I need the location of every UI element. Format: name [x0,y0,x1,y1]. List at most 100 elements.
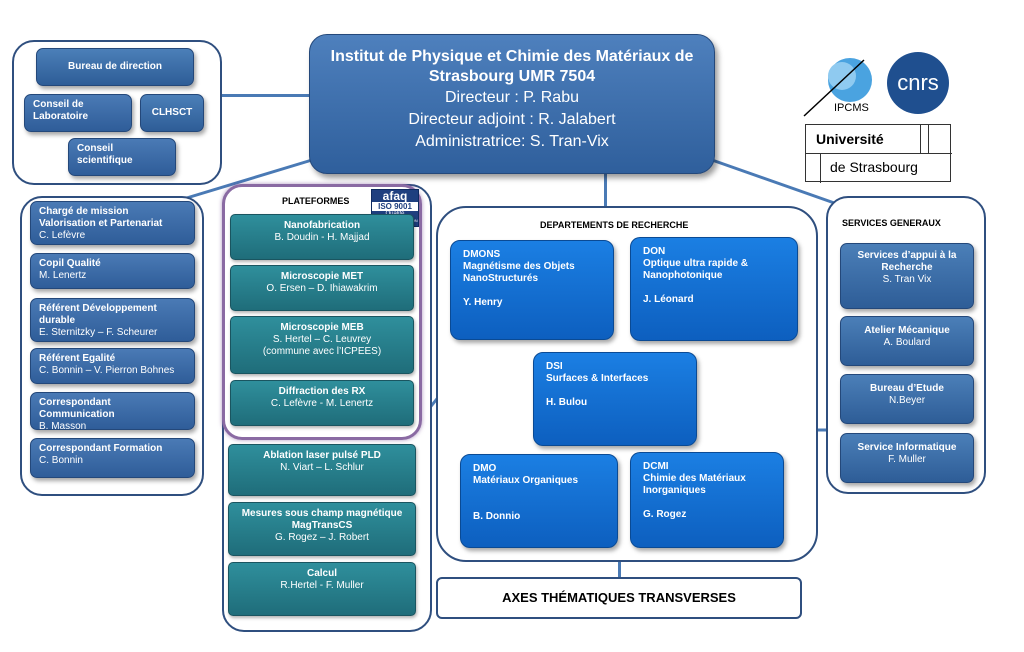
afaq-iso: ISO 9001 [372,202,418,211]
mission-item[interactable]: Référent Développement durable E. Sterni… [30,298,195,342]
plateforme-item[interactable]: Microscopie MEB S. Hertel – C. Leuvrey (… [230,316,414,374]
mission-item[interactable]: Correspondant Formation C. Bonnin [30,438,195,478]
conseil-laboratoire-box[interactable]: Conseil de Laboratoire [24,94,132,132]
plateforme-item[interactable]: Calcul R.Hertel - F. Muller [228,562,416,616]
dept-title: Magnétisme des Objets [463,261,575,272]
dept-head: J. Léonard [643,294,694,305]
ipcms-logo: IPCMS [798,50,888,120]
connector-line [618,560,621,578]
spacer [643,497,771,509]
dept-title: DMONS [463,249,501,260]
dept-head: G. Rogez [643,509,687,520]
spacer [473,487,605,499]
service-item[interactable]: Service Informatique F. Muller [840,433,974,483]
dept-title: Inorganiques [643,485,706,496]
service-person: N.Beyer [888,395,926,406]
ipcms-logo-graphic [803,58,872,117]
clhsct-box[interactable]: CLHSCT [140,94,204,132]
mission-person: E. Sternitzky – F. Scheurer [39,327,158,338]
service-item[interactable]: Bureau d’Etude N.Beyer [840,374,974,424]
plateforme-item[interactable]: Ablation laser pulsé PLD N. Viart – L. S… [228,444,416,496]
plateforme-people: R.Hertel - F. Muller [280,580,364,591]
plateforme-note: (commune avec l’ICPEES) [262,346,382,357]
plateforme-people: B. Doudin - H. Majjad [274,232,370,243]
service-title: Bureau d’Etude [870,383,944,394]
dept-title: Matériaux Organiques [473,475,579,486]
logo-bar [920,125,921,153]
mission-person: B. Masson [39,421,87,432]
plateformes-certified-group [222,184,422,440]
plateforme-people: O. Ersen – D. Ihiawakrim [266,283,378,294]
plateforme-title: Microscopie MET [280,271,364,282]
mission-person: M. Lenertz [39,270,87,281]
plateforme-title: Diffraction des RX [278,386,366,397]
mission-title: Correspondant Communication [39,397,115,420]
ipcms-text: IPCMS [834,102,869,114]
service-item[interactable]: Services d’appui à la Recherche S. Tran … [840,243,974,309]
universite-text: Université [816,131,884,147]
mission-title: Référent Egalité [39,353,116,364]
logo-bar [820,153,821,183]
mission-title: Correspondant Formation [39,443,163,454]
dept-title: DON [643,246,666,257]
service-title: Service Informatique [857,442,957,453]
admin-line: Administratrice: S. Tran-Vix [415,133,609,150]
dept-title: DCMI [643,461,669,472]
dept-dmons[interactable]: DMONS Magnétisme des Objets NanoStructur… [450,240,614,340]
cnrs-text: cnrs [897,70,939,95]
mission-item[interactable]: Référent Egalité C. Bonnin – V. Pierron … [30,348,195,384]
cnrs-logo: cnrs [887,52,949,114]
axes-label: AXES THÉMATIQUES TRANSVERSES [502,590,736,605]
services-header: SERVICES GENERAUX [842,218,941,228]
dept-title: Nanophotonique [643,270,723,281]
direction-box[interactable]: Institut de Physique et Chimie des Matér… [309,34,715,174]
plateformes-header: PLATEFORMES [282,196,350,206]
plateforme-item[interactable]: Mesures sous champ magnétique MagTransCS… [228,502,416,556]
service-item[interactable]: Atelier Mécanique A. Boulard [840,316,974,366]
conseil-scientifique-box[interactable]: Conseil scientifique [68,138,176,176]
service-person: A. Boulard [883,337,931,348]
conseil-labo-label: Conseil de Laboratoire [33,99,89,122]
dept-dcmi[interactable]: DCMI Chimie des Matériaux Inorganiques G… [630,452,784,548]
universite-logo: Université de Strasbourg [805,124,952,183]
deputy-line: Directeur adjoint : R. Jalabert [408,111,616,128]
plateforme-people: S. Hertel – C. Leuvrey [272,334,372,345]
conseil-sci-label: Conseil scientifique [77,143,133,166]
plateforme-title: Ablation laser pulsé PLD [263,450,381,461]
institute-title: Institut de Physique et Chimie des Matér… [330,48,694,85]
mission-item[interactable]: Copil Qualité M. Lenertz [30,253,195,289]
mission-title: Copil Qualité [39,258,101,269]
mission-item[interactable]: Chargé de mission Valorisation et Parten… [30,201,195,245]
afaq-brand: afaq [382,189,408,203]
bureau-label: Bureau de direction [68,61,162,72]
spacer [473,499,605,511]
plateforme-item[interactable]: Microscopie MET O. Ersen – D. Ihiawakrim [230,265,414,311]
service-title: Atelier Mécanique [864,325,950,336]
dept-title: DMO [473,463,497,474]
axes-box[interactable]: AXES THÉMATIQUES TRANSVERSES [436,577,802,619]
bureau-direction-box[interactable]: Bureau de direction [36,48,194,86]
dept-head: B. Donnio [473,511,521,522]
plateforme-people: C. Lefèvre - M. Lenertz [270,398,374,409]
dept-head: H. Bulou [546,397,588,408]
mission-title: Référent Développement durable [39,303,157,326]
spacer [463,285,601,297]
mission-person: C. Lefèvre [39,230,86,241]
mission-item[interactable]: Correspondant Communication B. Masson [30,392,195,432]
plateforme-people: G. Rogez – J. Robert [275,532,369,543]
dept-dsi[interactable]: DSI Surfaces & Interfaces H. Bulou [533,352,697,446]
service-person: S. Tran Vix [882,274,932,285]
clhsct-label: CLHSCT [151,107,193,118]
plateforme-title: Nanofabrication [283,220,361,231]
dept-head: Y. Henry [463,297,503,308]
plateforme-title: Calcul [306,568,337,579]
director-line: Directeur : P. Rabu [445,89,579,106]
mission-title: Chargé de mission Valorisation et Parten… [39,206,163,229]
plateforme-item[interactable]: Nanofabrication B. Doudin - H. Majjad [230,214,414,260]
departements-header: DEPARTEMENTS DE RECHERCHE [540,220,689,230]
dept-dmo[interactable]: DMO Matériaux Organiques B. Donnio [460,454,618,548]
plateforme-item[interactable]: Diffraction des RX C. Lefèvre - M. Lener… [230,380,414,426]
dept-don[interactable]: DON Optique ultra rapide & Nanophotoniqu… [630,237,798,341]
connector-line [604,172,607,206]
connector-line [216,94,312,97]
